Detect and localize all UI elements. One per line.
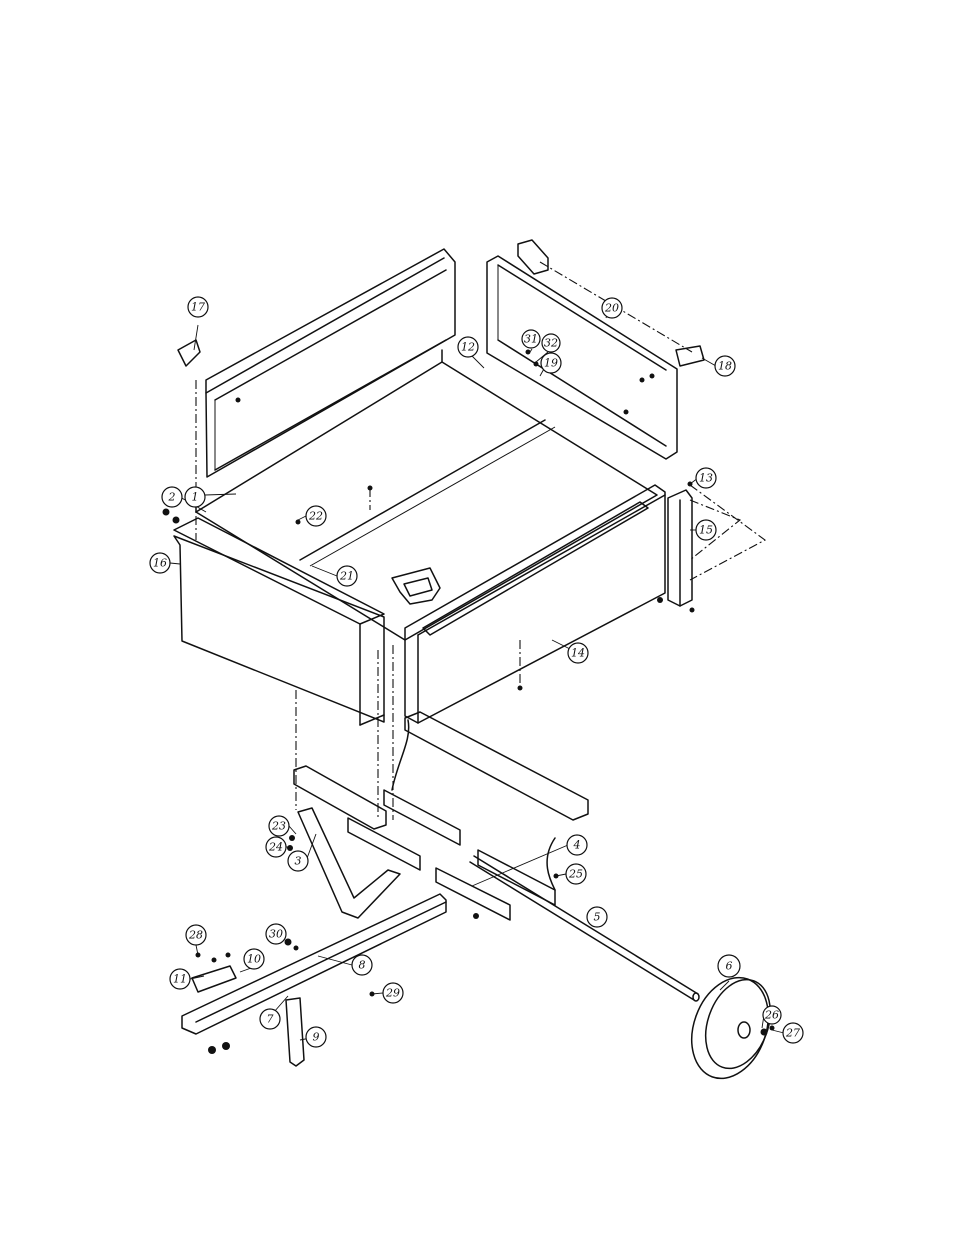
tongue-bar (182, 894, 446, 1034)
callout-15: 15 (696, 520, 716, 540)
floor-bracket (392, 568, 440, 604)
panel-front-left (206, 249, 455, 477)
callout-18: 18 (715, 356, 735, 376)
callout-label: 6 (726, 960, 733, 973)
callout-label: 14 (571, 647, 585, 660)
callout-label: 20 (604, 302, 619, 315)
callout-label: 7 (267, 1013, 274, 1026)
callout-21: 21 (337, 566, 357, 586)
corner-bracket-17 (178, 340, 200, 366)
callout-7: 7 (260, 1009, 280, 1029)
callout-26: 26 (763, 1006, 781, 1024)
callout-label: 31 (524, 333, 538, 346)
callout-label: 3 (295, 855, 302, 868)
callout-label: 12 (461, 341, 475, 354)
callout-28: 28 (186, 925, 206, 945)
callout-1: 1 (185, 487, 205, 507)
callout-10: 10 (244, 949, 264, 969)
callout-label: 24 (268, 841, 283, 854)
callout-16: 16 (150, 553, 170, 573)
callout-14: 14 (568, 643, 588, 663)
fasteners (163, 350, 775, 1055)
stand (286, 998, 304, 1066)
box-side-left-front (174, 518, 384, 725)
callout-12: 12 (458, 337, 478, 357)
panel-rear-tailgate (487, 240, 677, 459)
callout-label: 29 (385, 987, 400, 1000)
callout-17: 17 (188, 297, 208, 317)
callout-5: 5 (587, 907, 607, 927)
bed-floor (196, 350, 657, 640)
callout-label: 8 (359, 959, 366, 972)
callout-3: 3 (288, 851, 308, 871)
callout-24: 24 (266, 837, 286, 857)
callout-label: 11 (173, 973, 187, 986)
callout-6: 6 (718, 955, 740, 977)
callout-27: 27 (783, 1023, 803, 1043)
callout-label: 17 (191, 301, 205, 314)
callout-label: 32 (544, 337, 558, 350)
callout-2: 2 (162, 487, 182, 507)
rear-bracket (668, 490, 692, 606)
callout-29: 29 (383, 983, 403, 1003)
callout-label: 28 (188, 929, 203, 942)
callout-13: 13 (696, 468, 716, 488)
corner-bracket-18 (676, 346, 704, 366)
callout-9: 9 (306, 1027, 326, 1047)
callout-25: 25 (566, 864, 586, 884)
tongue-brace (298, 808, 400, 918)
callout-20: 20 (602, 298, 622, 318)
callout-8: 8 (352, 955, 372, 975)
callout-11: 11 (170, 969, 190, 989)
callout-label: 19 (544, 357, 558, 370)
callout-label: 25 (568, 868, 583, 881)
callout-label: 4 (573, 839, 581, 852)
callout-label: 10 (247, 953, 261, 966)
callout-19: 19 (541, 353, 561, 373)
callout-label: 1 (192, 491, 199, 504)
callout-label: 18 (718, 360, 732, 373)
callout-label: 26 (764, 1009, 779, 1022)
callout-30: 30 (266, 924, 286, 944)
wheel (678, 967, 782, 1089)
callout-label: 23 (271, 820, 286, 833)
callout-label: 15 (699, 524, 713, 537)
frame-rails (294, 712, 588, 920)
callout-22: 22 (306, 506, 326, 526)
callout-32: 32 (542, 334, 560, 352)
callout-label: 21 (339, 570, 354, 583)
callout-label: 9 (313, 1031, 320, 1044)
callout-label: 13 (699, 472, 713, 485)
callout-leaders (170, 312, 784, 1040)
callout-label: 2 (168, 491, 176, 504)
callout-label: 22 (308, 510, 323, 523)
callout-label: 16 (153, 557, 167, 570)
callouts: 1 2 3 4 5 6 7 8 9 10 11 12 13 14 15 16 1… (150, 297, 803, 1047)
callout-label: 27 (785, 1027, 800, 1040)
callout-31: 31 (522, 330, 540, 348)
callout-label: 5 (594, 911, 601, 924)
callout-label: 30 (269, 928, 283, 941)
callout-4: 4 (567, 835, 587, 855)
hitch-plate (192, 966, 236, 992)
callout-23: 23 (269, 816, 289, 836)
box-side-right-long (405, 485, 665, 723)
